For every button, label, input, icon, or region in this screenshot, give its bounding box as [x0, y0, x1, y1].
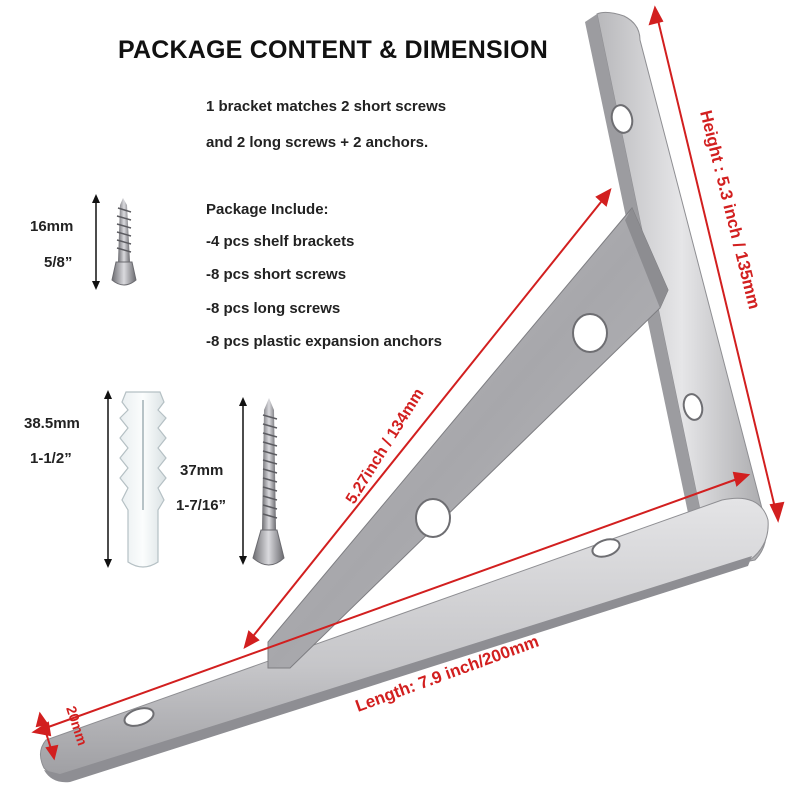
intro-line-1: 1 bracket matches 2 short screws	[206, 98, 447, 115]
anchor-inch: 1-1/2”	[30, 450, 72, 467]
package-item: -8 pcs long screws	[206, 300, 341, 317]
long-screw-icon	[239, 397, 285, 566]
page-title: PACKAGE CONTENT & DIMENSION	[118, 36, 548, 64]
bracket-diagonal-brace	[267, 207, 669, 669]
height-dimension-line	[648, 5, 785, 523]
plastic-anchor-icon	[104, 390, 167, 568]
short-screw-mm: 16mm	[30, 218, 74, 235]
mounting-hole	[591, 538, 621, 558]
package-item: -8 pcs short screws	[206, 266, 347, 283]
height-dimension-label: Height : 5.3 inch / 135mm	[696, 108, 764, 311]
short-screw-inch: 5/8”	[44, 254, 73, 271]
package-item: -8 pcs plastic expansion anchors	[206, 333, 442, 350]
short-screw-icon	[92, 194, 137, 290]
width-dimension-line	[35, 711, 59, 761]
intro-line-2: and 2 long screws + 2 anchors.	[206, 134, 429, 151]
package-heading: Package Include:	[206, 201, 329, 218]
brace-hole	[572, 313, 608, 353]
brace-dimension-line	[243, 188, 612, 649]
mounting-hole	[610, 104, 634, 134]
mounting-hole	[682, 393, 704, 421]
bracket-horizontal-arm	[40, 497, 769, 783]
package-item: -4 pcs shelf brackets	[206, 233, 355, 250]
long-screw-mm: 37mm	[180, 462, 224, 479]
mounting-hole	[123, 707, 155, 727]
brace-hole	[415, 498, 451, 538]
long-screw-inch: 1-7/16”	[176, 497, 227, 514]
anchor-mm: 38.5mm	[24, 415, 80, 432]
